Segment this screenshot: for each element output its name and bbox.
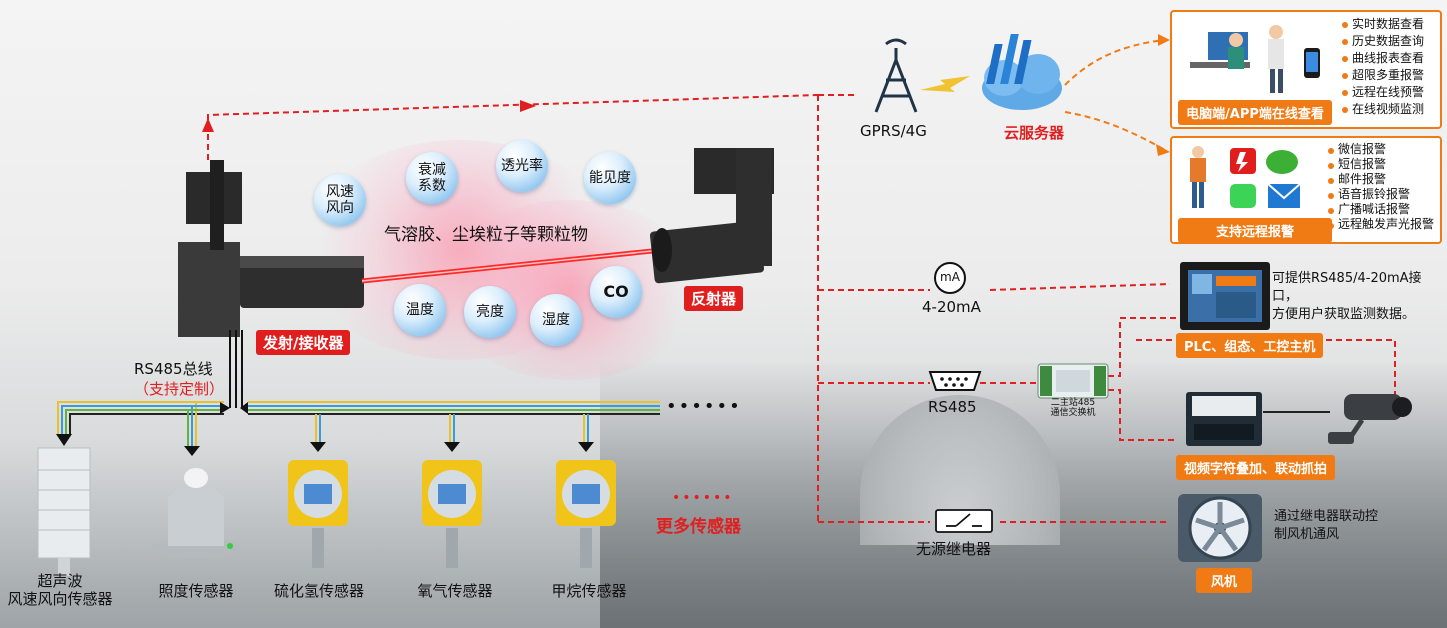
ma-icon-text: mA [940,270,960,284]
transmitter-device [178,160,364,337]
alarm-illustration [1190,146,1301,208]
remote-alarm-item: 微信报警 [1328,142,1434,157]
cloud-label: 云服务器 [1004,124,1065,142]
sensor-label-illuminance: 照度传感器 [158,582,234,600]
param-visibility-bubble: 能见度 [584,152,636,204]
bus-label: RS485总线 [134,360,213,378]
param-temperature-bubble: 温度 [394,284,446,336]
param-brightness-text: 亮度 [476,304,504,320]
remote-alarm-item: 邮件报警 [1328,172,1434,187]
param-co-bubble: CO [590,266,642,318]
online-view-item: 曲线报表查看 [1342,50,1424,67]
online-view-list: 实时数据查看 历史数据查询 曲线报表查看 超限多重报警 远程在线预警 在线视频监… [1342,16,1424,118]
plc-note: 可提供RS485/4-20mA接口， 方便用户获取监测数据。 [1272,271,1422,322]
rs485-bus-wires [56,330,660,456]
illuminance-sensor [152,468,240,558]
param-temperature-text: 温度 [406,302,434,318]
switch-device [1037,363,1109,399]
param-transmittance-bubble: 透光率 [496,140,548,192]
switch-label: 二主站485 通信交换机 [1050,398,1096,418]
param-attenuation-bubble: 衰减 系数 [406,152,458,204]
param-wind-text: 风速 风向 [326,184,354,216]
param-humidity-bubble: 湿度 [530,294,582,346]
fan-note: 通过继电器联动控 制风机通风 [1274,509,1379,542]
relay-label: 无源继电器 [916,540,992,558]
rs485-label: RS485 [928,398,977,416]
online-view-panel: 电脑端/APP端在线查看 实时数据查看 历史数据查询 曲线报表查看 超限多重报警… [1170,10,1442,129]
fan-icon [1178,494,1262,562]
sensor-label-methane: 甲烷传感器 [551,582,627,600]
video-overlay-device [1186,392,1262,446]
camera-icon [1328,394,1412,444]
more-sensors-label: 更多传感器 [656,517,741,537]
cloud-server-icon [982,34,1062,110]
ma-label: 4-20mA [922,298,981,316]
param-wind-bubble: 风速 风向 [314,174,366,226]
remote-alarm-item: 短信报警 [1328,157,1434,172]
online-view-item: 实时数据查看 [1342,16,1424,33]
gprs-tower-icon [874,38,918,113]
plc-tag: PLC、组态、工控主机 [1176,333,1324,358]
sensor-label-ultrasonic: 超声波 风速风向传感器 [7,572,113,608]
h2s-sensor [288,460,348,568]
remote-alarm-item: 远程触发声光报警 [1328,217,1434,232]
reflector-label: 反射器 [684,286,744,311]
param-co-text: CO [603,282,629,301]
methane-sensor [556,460,616,568]
bus-more-dots: •••••• [666,396,742,417]
online-view-tag: 电脑端/APP端在线查看 [1178,100,1332,125]
online-view-item: 在线视频监测 [1342,101,1424,118]
fan-tag: 风机 [1196,568,1252,593]
remote-alarm-tag: 支持远程报警 [1178,218,1332,243]
online-view-item: 超限多重报警 [1342,67,1424,84]
online-view-item: 历史数据查询 [1342,33,1424,50]
sensor-label-h2s: 硫化氢传感器 [273,582,364,600]
param-brightness-bubble: 亮度 [464,286,516,338]
relay-icon [935,509,993,533]
ultrasonic-wind-sensor [37,447,91,576]
param-humidity-text: 湿度 [542,312,570,328]
ma-meter-icon [934,262,966,294]
param-attenuation-text: 衰减 系数 [418,162,446,194]
gprs-label: GPRS/4G [860,122,927,140]
reflector-device [649,148,774,284]
plc-device [1180,262,1270,330]
param-transmittance-text: 透光率 [501,158,543,174]
rs485-port-icon [928,371,982,391]
remote-alarm-list: 微信报警 短信报警 邮件报警 语音振铃报警 广播喊话报警 远程触发声光报警 [1328,142,1434,232]
particles-label: 气溶胶、尘埃粒子等颗粒物 [384,225,588,245]
remote-alarm-item: 语音振铃报警 [1328,187,1434,202]
bus-sublabel: （支持定制） [134,380,225,398]
online-view-illustration [1190,25,1320,93]
param-visibility-text: 能见度 [589,170,631,186]
more-sensors-dots: •••••• [672,490,734,506]
sensor-label-oxygen: 氧气传感器 [417,582,493,600]
online-view-item: 远程在线预警 [1342,84,1424,101]
remote-alarm-panel: 支持远程报警 微信报警 短信报警 邮件报警 语音振铃报警 广播喊话报警 远程触发… [1170,136,1442,244]
video-tag: 视频字符叠加、联动抓拍 [1176,455,1336,480]
oxygen-sensor [422,460,482,568]
remote-alarm-item: 广播喊话报警 [1328,202,1434,217]
transmitter-label: 发射/接收器 [256,330,351,355]
